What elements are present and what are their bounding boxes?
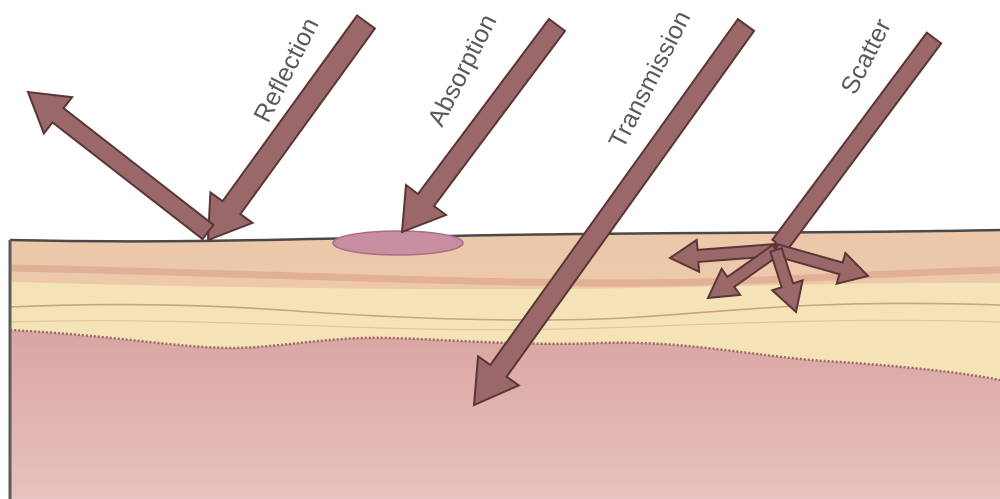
reflection-outgoing-arrow xyxy=(28,92,214,239)
absorbed-spot xyxy=(333,231,463,255)
